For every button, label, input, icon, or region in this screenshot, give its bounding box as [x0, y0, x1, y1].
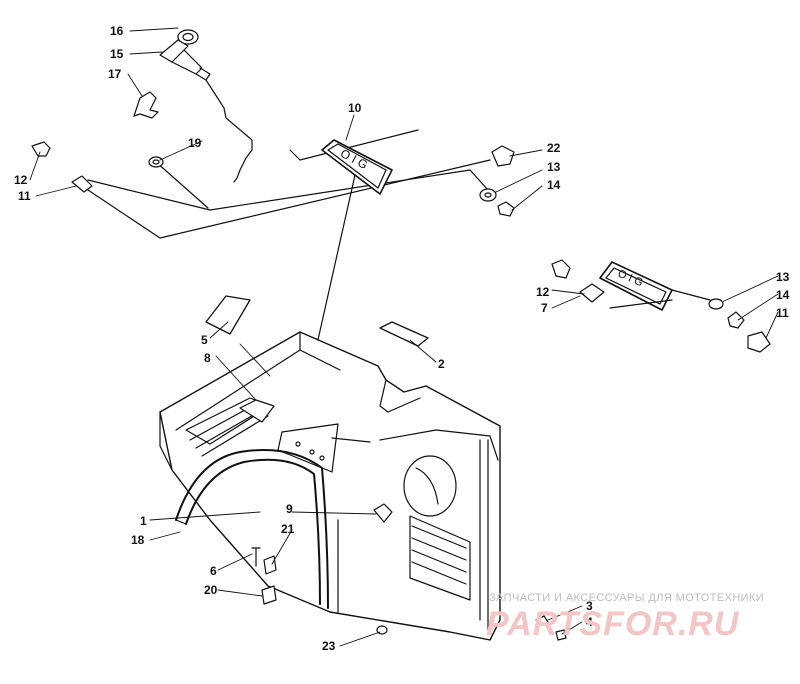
callout-4: 4: [586, 615, 593, 629]
callout-11-right: 11: [776, 306, 789, 320]
callout-10: 10: [348, 101, 362, 115]
switch-22-drawing: [479, 145, 515, 217]
callout-16: 16: [110, 24, 124, 38]
grommet-19-drawing: [148, 156, 164, 168]
ignition-switch-drawing: [133, 29, 253, 183]
callout-15: 15: [110, 47, 124, 61]
decal-plate-10: O I G: [321, 139, 393, 195]
fasteners: [251, 503, 567, 641]
callout-6: 6: [210, 564, 217, 578]
callout-18: 18: [131, 533, 145, 547]
callout-22: 22: [547, 141, 561, 155]
callout-21: 21: [281, 522, 295, 536]
callout-2: 2: [438, 357, 445, 371]
fender-arch: [175, 449, 329, 609]
decals-5-2: [205, 295, 429, 347]
console-housing: [159, 331, 501, 641]
callout-17: 17: [108, 67, 122, 81]
watermark-brand: PARTSFOR.RU: [486, 605, 740, 643]
callout-7: 7: [541, 301, 548, 315]
leader-lines: [29, 27, 779, 647]
callout-13-top: 13: [547, 160, 561, 174]
callout-23: 23: [322, 639, 336, 653]
callout-3: 3: [586, 599, 593, 613]
callout-12-left: 12: [14, 173, 28, 187]
callout-5: 5: [201, 333, 208, 347]
callout-20: 20: [204, 583, 218, 597]
callout-19: 19: [188, 136, 202, 150]
callout-13-right: 13: [776, 270, 790, 284]
callout-11-left: 11: [18, 189, 31, 203]
callout-8: 8: [204, 351, 211, 365]
callout-9: 9: [286, 502, 293, 516]
callout-12-right: 12: [536, 285, 550, 299]
callout-14-right: 14: [776, 288, 790, 302]
right-switch-subassembly: O I G: [551, 259, 771, 353]
callout-14-top: 14: [547, 178, 561, 192]
switch-11-12-drawing: [31, 141, 93, 193]
callout-1: 1: [140, 514, 147, 528]
watermark-subtitle: ЗАПЧАСТИ И АКСЕССУАРЫ ДЛЯ МОТОТЕХНИКИ: [489, 592, 765, 604]
